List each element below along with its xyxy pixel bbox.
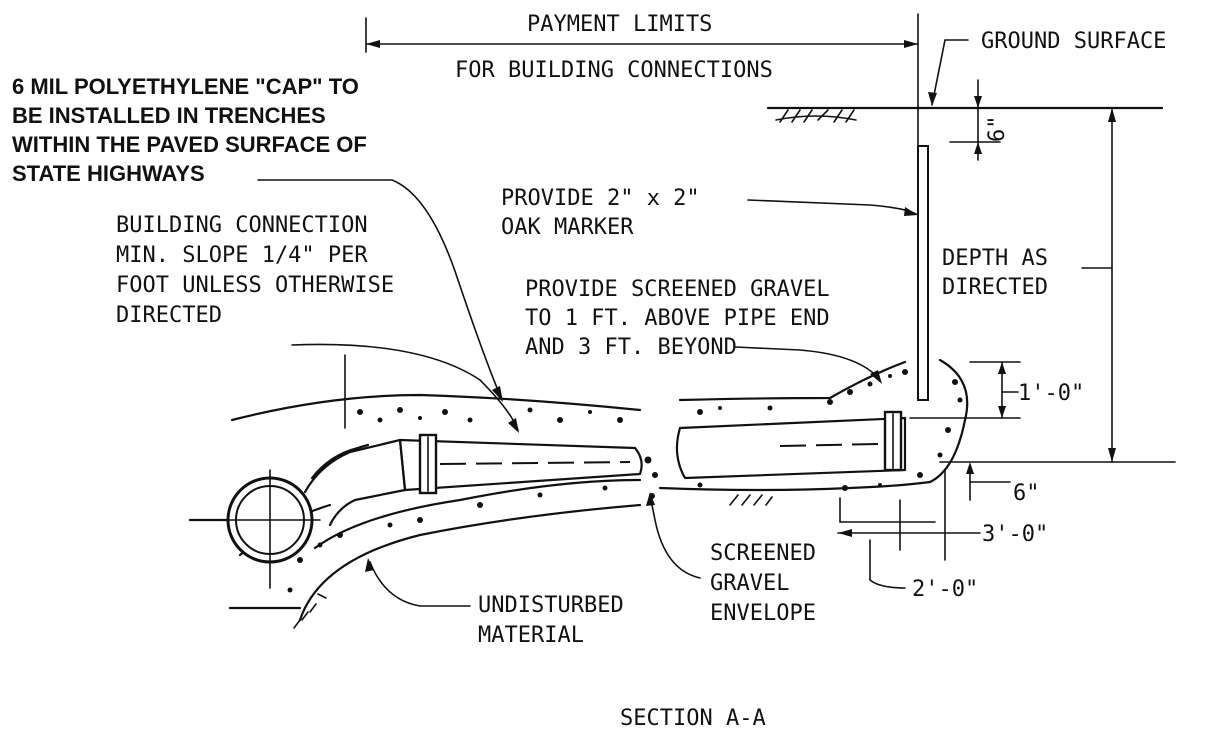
gravel-note-line-1: PROVIDE SCREENED GRAVEL	[525, 277, 830, 302]
envelope-label-line-2: GRAVEL	[710, 571, 789, 596]
one-foot-label: 1'-0"	[1018, 381, 1084, 406]
ground-surface-leader	[928, 39, 969, 106]
undisturbed-label-line-1: UNDISTURBED	[478, 593, 624, 618]
undisturbed-label-line-2: MATERIAL	[478, 623, 584, 648]
cap-note-line-4: STATE HIGHWAYS	[12, 161, 205, 186]
undisturbed-leader	[365, 558, 471, 607]
envelope-label-line-3: ENVELOPE	[710, 601, 816, 626]
connection-note-line-2: MIN. SLOPE 1/4" PER	[116, 243, 368, 268]
gravel-envelope	[188, 354, 969, 629]
depth-label-line-2: DIRECTED	[942, 275, 1048, 300]
gravel-note-line-3: AND 3 FT. BEYOND	[525, 335, 737, 360]
envelope-leader	[646, 492, 701, 579]
ground-surface-line	[766, 106, 1164, 123]
top-six-inch-label: 6"	[985, 116, 1010, 143]
building-connections-limits-label: FOR BUILDING CONNECTIONS	[455, 58, 773, 83]
connection-note-line-4: DIRECTED	[116, 303, 222, 328]
sewer-main-pipe	[219, 469, 321, 589]
one-foot-dimension	[909, 361, 1021, 419]
payment-limits-dimension	[365, 13, 919, 151]
two-feet-dimension	[869, 539, 906, 589]
oak-marker	[747, 145, 929, 401]
two-feet-label: 2'-0"	[912, 577, 978, 602]
cap-note-line-2: BE INSTALLED IN TRENCHES	[12, 103, 326, 128]
ground-surface-label: GROUND SURFACE	[981, 29, 1166, 54]
three-feet-label: 3'-0"	[982, 522, 1048, 547]
bottom-six-inch-label: 6"	[1013, 481, 1040, 506]
gravel-note-leader	[734, 346, 882, 384]
bottom-six-inch-dimension	[939, 461, 1176, 501]
top-six-inch-dimension	[949, 79, 1001, 161]
connection-leader	[291, 343, 519, 433]
connection-note-line-1: BUILDING CONNECTION	[116, 213, 368, 238]
building-connection-pipe	[398, 433, 643, 495]
cap-note-line-3: WITHIN THE PAVED SURFACE OF	[12, 132, 367, 157]
oak-marker-label-line-2: OAK MARKER	[501, 215, 634, 240]
envelope-label-line-1: SCREENED	[710, 541, 816, 566]
wye-fitting	[303, 438, 407, 527]
gravel-note-line-2: TO 1 FT. ABOVE PIPE END	[525, 306, 830, 331]
three-feet-dimension	[837, 469, 981, 561]
payment-limits-label: PAYMENT LIMITS	[527, 12, 712, 37]
depth-dimension	[1081, 107, 1116, 463]
connection-note-line-3: FOOT UNLESS OTHERWISE	[116, 273, 394, 298]
depth-label-line-1: DEPTH AS	[942, 246, 1048, 271]
cap-note-line-1: 6 MIL POLYETHYLENE "CAP" TO	[12, 74, 359, 99]
oak-marker-label-line-1: PROVIDE 2" x 2"	[501, 186, 700, 211]
section-title: SECTION A-A	[620, 706, 766, 731]
pipe-end-section	[675, 410, 907, 480]
